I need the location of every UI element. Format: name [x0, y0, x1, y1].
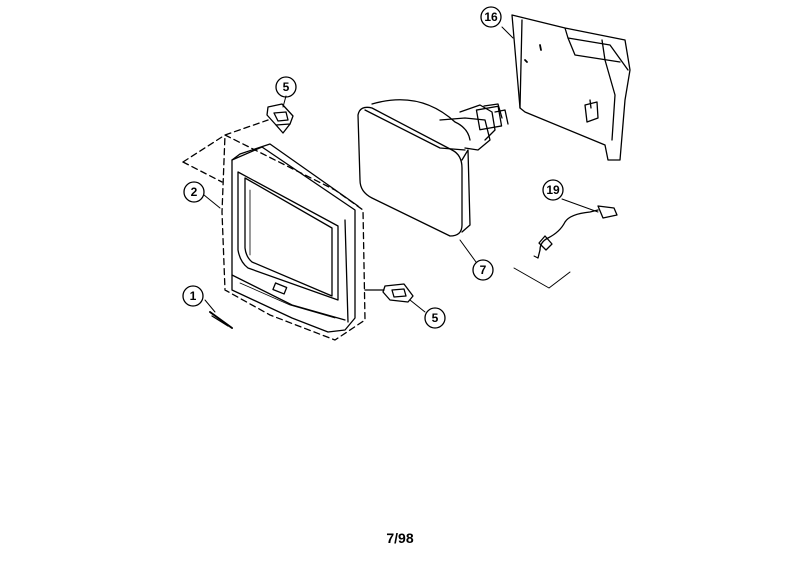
callout-circles [182, 6, 564, 329]
callout-label-1: 1 [190, 289, 197, 303]
leader-lines [203, 26, 599, 313]
date-code: 7/98 [386, 530, 414, 546]
callout-circle-5-bottom [424, 307, 446, 329]
callout-circle-19 [542, 179, 564, 201]
screw [209, 311, 233, 329]
callout-circle-7 [472, 259, 494, 281]
callout-label-5-top: 5 [283, 80, 290, 94]
back-cover [511, 14, 631, 161]
callout-circle-1 [182, 285, 204, 307]
front-cabinet [182, 119, 366, 341]
callout-label-19: 19 [546, 183, 560, 197]
picture-tube [357, 99, 509, 237]
callout-label-2: 2 [191, 185, 198, 199]
callout-circle-5-top [275, 76, 297, 98]
power-cord [513, 205, 618, 289]
callout-label-5-bottom: 5 [432, 311, 439, 325]
callout-label-7: 7 [480, 263, 487, 277]
callout-label-16: 16 [484, 10, 498, 24]
callout-circle-2 [183, 181, 205, 203]
bracket-bottom [364, 283, 414, 303]
bracket-top [266, 103, 294, 134]
callout-circle-16 [480, 6, 502, 28]
